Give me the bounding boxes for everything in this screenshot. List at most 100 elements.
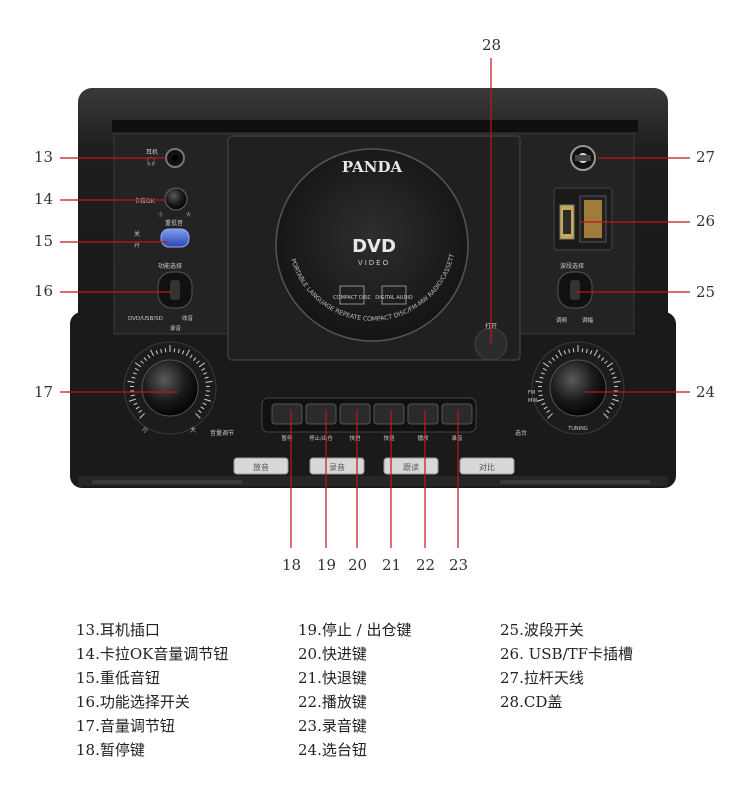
headphone-icon: 🎧 xyxy=(146,156,156,166)
callout-15: 15 xyxy=(34,232,54,250)
knob-tick xyxy=(542,362,550,368)
headphone-label: 耳机 xyxy=(146,148,158,156)
band-fm-label: 调频 xyxy=(556,316,568,324)
band-switch[interactable]: 波段选择 调频 调幅 xyxy=(556,262,594,324)
knob-tick xyxy=(611,372,616,375)
legend-item: 25.波段开关 xyxy=(500,621,584,639)
knob-tick xyxy=(147,354,151,359)
knob-tick xyxy=(543,406,548,410)
tuning-cn-label: 选台 xyxy=(515,429,527,437)
usb-tf-slot[interactable] xyxy=(553,187,613,251)
knob-tick xyxy=(551,357,556,361)
knob-tick xyxy=(135,406,140,410)
knob-tick xyxy=(127,380,135,383)
callout-26: 26 xyxy=(696,212,716,230)
knob-tick xyxy=(604,360,608,364)
dvd-logo: DVD xyxy=(352,236,396,257)
knob-tick xyxy=(128,398,136,402)
callout-23: 23 xyxy=(449,556,469,574)
tuning-knob[interactable]: TUNING 选台 FM MW xyxy=(515,341,625,437)
knob-tick xyxy=(593,349,598,357)
cassette-label: 录音 xyxy=(309,457,365,475)
volume-knob[interactable]: 音量调节 小 大 xyxy=(123,341,234,437)
tape-button-label: 录音 xyxy=(451,434,463,442)
tuning-label: TUNING xyxy=(567,426,588,432)
knob-tick xyxy=(548,360,552,364)
legend-item: 16.功能选择开关 xyxy=(76,693,190,711)
knob-tick xyxy=(134,368,139,371)
knob-tick xyxy=(181,350,185,355)
callout-20: 20 xyxy=(348,556,368,574)
knob-tick xyxy=(205,380,213,383)
knob-tick xyxy=(563,350,567,355)
knob-tick xyxy=(140,360,144,364)
tape-button[interactable]: 暂停 xyxy=(271,403,303,442)
knob-tick xyxy=(558,349,563,357)
tape-button-label: 快退 xyxy=(383,434,395,442)
knob-tick xyxy=(555,354,559,359)
tape-button-label: 播放 xyxy=(417,434,429,442)
fm-label: FM xyxy=(528,390,535,396)
callout-16: 16 xyxy=(34,282,54,300)
compact-disc-logo-left: COMPACT DISC xyxy=(333,285,371,305)
karaoke-max-label: 大 xyxy=(186,211,191,218)
knob-tick xyxy=(139,413,145,419)
knob-tick xyxy=(198,362,206,368)
svg-text:跟读: 跟读 xyxy=(403,462,419,472)
knob-tick xyxy=(200,406,205,410)
knob-tick xyxy=(177,348,180,354)
legend-item: 19.停止 / 出仓键 xyxy=(298,621,412,639)
callout-14: 14 xyxy=(34,190,54,208)
headphone-jack[interactable]: 耳机 🎧 xyxy=(146,148,185,168)
karaoke-volume-knob[interactable]: 卡拉OK 小 大 xyxy=(134,187,191,218)
cassette-label: 对比 xyxy=(459,457,515,475)
knob-tick xyxy=(612,376,617,379)
svg-text:录音: 录音 xyxy=(329,462,345,472)
cassette-label: 放音 xyxy=(233,457,289,475)
knob-tick xyxy=(201,368,206,371)
volume-max-label: 大 xyxy=(190,426,196,434)
tape-button-label: 暂停 xyxy=(281,434,293,442)
callout-21: 21 xyxy=(382,556,402,574)
callout-18: 18 xyxy=(282,556,302,574)
knob-tick xyxy=(192,357,197,361)
volume-label: 音量调节 xyxy=(210,429,234,437)
legend-item: 13.耳机插口 xyxy=(76,621,160,639)
knob-tick xyxy=(134,362,142,368)
knob-tick xyxy=(610,402,615,406)
karaoke-min-label: 小 xyxy=(158,211,163,218)
cassette-labels: 放音 录音 跟读 对比 xyxy=(233,457,515,475)
knob-tick xyxy=(132,372,137,375)
legend-item: 17.音量调节钮 xyxy=(76,717,175,735)
cassette-label: 跟读 xyxy=(383,457,439,475)
knob-tick xyxy=(609,368,614,371)
knob-tick xyxy=(131,376,136,379)
callout-22: 22 xyxy=(416,556,436,574)
knob-tick xyxy=(606,362,614,368)
callout-25: 25 xyxy=(696,283,716,301)
tape-button[interactable]: 快进 xyxy=(339,403,371,442)
legend-item: 24.选台钮 xyxy=(298,741,367,759)
tape-button[interactable]: 播放 xyxy=(407,403,439,442)
bass-off-label: 关 xyxy=(134,230,140,238)
band-label: 波段选择 xyxy=(560,262,584,270)
brand-logo: PANDA xyxy=(342,158,403,176)
antenna[interactable] xyxy=(570,145,596,171)
tape-button-label: 停止/出仓 xyxy=(309,434,333,442)
knob-tick xyxy=(130,394,135,397)
knob-tick xyxy=(143,357,148,361)
mw-label: MW xyxy=(528,398,537,404)
knob-tick xyxy=(568,348,571,354)
tape-button[interactable]: 录音 xyxy=(441,403,473,442)
tape-button[interactable]: 停止/出仓 xyxy=(305,403,337,442)
knob-tick xyxy=(133,402,138,406)
function-switch[interactable]: 功能选择 DVD/USB/SD 收音 录音 xyxy=(128,262,194,332)
knob-tick xyxy=(189,354,193,359)
tape-button[interactable]: 快退 xyxy=(373,403,405,442)
legend-item: 20.快进键 xyxy=(298,645,367,663)
knob-tick xyxy=(541,402,546,406)
svg-text:DIGITAL AUDIO: DIGITAL AUDIO xyxy=(375,295,413,301)
